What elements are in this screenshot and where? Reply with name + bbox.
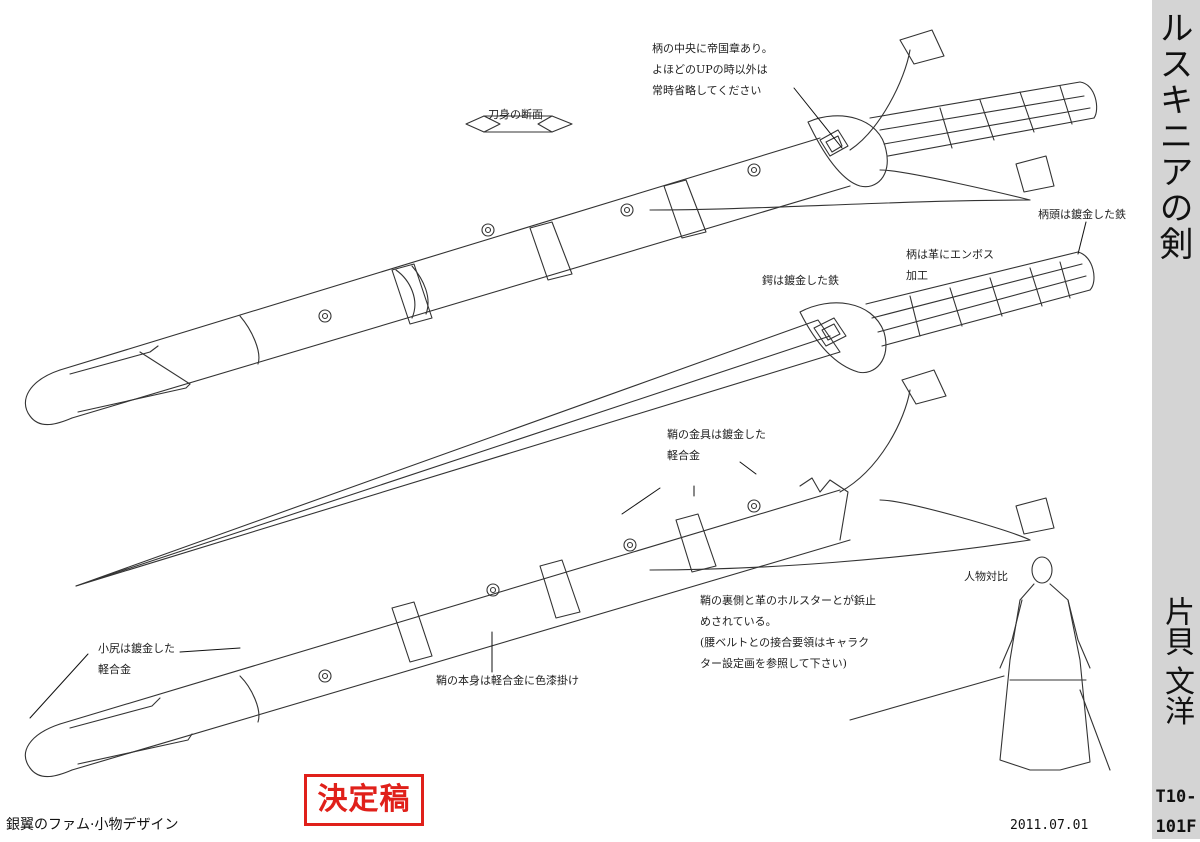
scale-label: 人物対比	[964, 570, 1008, 583]
sheet-title: ルスキニアの剣	[1153, 10, 1193, 262]
sheathed-sword-top	[24, 29, 1098, 426]
scale-figure	[849, 556, 1111, 771]
scabbard-body-note: 鞘の本身は軽合金に色漆掛け	[436, 674, 579, 687]
sword-line-art	[24, 29, 1111, 778]
leader-lines	[29, 87, 1087, 719]
blade-section-label: 刀身の断面	[488, 108, 543, 121]
holster-note: 鞘の裏側と革のホルスターとが鋲止 めされている。 (腰ベルトとの接合要領はキャラ…	[700, 594, 876, 670]
title-sidebar	[1152, 0, 1200, 839]
grip-note: 柄は革にエンボス 加工	[906, 248, 994, 282]
sheet-date: 2011.07.01	[1010, 818, 1089, 833]
drawn-sword-middle	[75, 251, 1095, 587]
artist-name: 片貝 文洋	[1159, 596, 1194, 726]
pommel-note: 柄頭は鍍金した鉄	[1038, 208, 1126, 221]
sheet-code: T10- 101F	[1152, 782, 1200, 842]
scabbard-fitting-note: 鞘の金具は鍍金した 軽合金	[667, 428, 766, 462]
sheet-code-line-1: T10-	[1155, 787, 1197, 807]
scabbard-bottom	[24, 369, 1055, 778]
emblem-note: 柄の中央に帝国章あり。 よほどのUPの時以外は 常時省略してください	[652, 42, 773, 97]
project-title: 銀翼のファム·小物デザイン	[6, 817, 179, 833]
blade-cross-section	[465, 115, 573, 133]
chape-note: 小尻は鍍金した 軽合金	[98, 642, 175, 676]
guard-note: 鍔は鍍金した鉄	[762, 274, 839, 287]
final-draft-stamp: 決定稿	[304, 774, 424, 826]
sheet-code-line-2: 101F	[1155, 817, 1197, 837]
